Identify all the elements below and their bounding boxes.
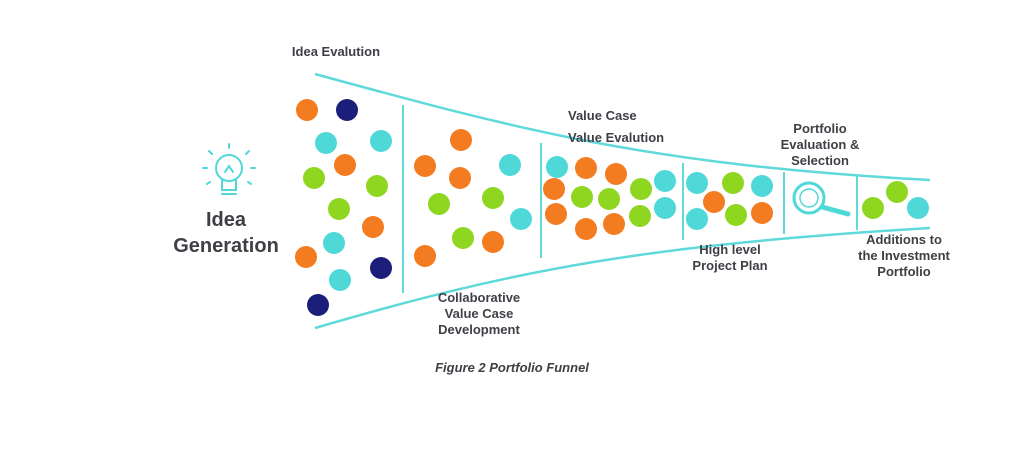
dot <box>362 216 384 238</box>
idea-generation-label: Idea Generation <box>173 209 279 257</box>
figure-caption: Figure 2 Portfolio Funnel <box>435 360 589 375</box>
dot <box>428 193 450 215</box>
dot <box>598 188 620 210</box>
dot <box>449 167 471 189</box>
portfolio-dots <box>862 181 929 219</box>
dot <box>482 231 504 253</box>
dot <box>654 197 676 219</box>
dot <box>334 154 356 176</box>
dot <box>450 129 472 151</box>
dot <box>703 191 725 213</box>
dot <box>630 178 652 200</box>
dot <box>329 269 351 291</box>
dot <box>414 245 436 267</box>
additions-label: Additions to the Investment Portfolio <box>858 232 950 279</box>
dot <box>686 208 708 230</box>
dot <box>862 197 884 219</box>
dot <box>722 172 744 194</box>
portfolio-evaluation-label: Portfolio Evaluation & Selection <box>780 121 860 168</box>
dot <box>751 175 773 197</box>
dot <box>543 178 565 200</box>
dot <box>499 154 521 176</box>
value-case-label: Value Case <box>568 108 637 123</box>
collaborative-value-case-label: Collaborative Value Case Development <box>437 290 521 337</box>
funnel-bottom-edge <box>314 226 931 330</box>
dot <box>323 232 345 254</box>
high-level-project-plan-label: High level Project Plan <box>692 242 768 273</box>
dot <box>571 186 593 208</box>
value-evaluation-label: Value Evalution <box>568 130 665 145</box>
dot <box>629 205 651 227</box>
dot <box>414 155 436 177</box>
dot <box>575 157 597 179</box>
collaborative-dots <box>414 129 532 267</box>
idea-evaluation-label: Idea Evalution <box>291 44 381 59</box>
dot <box>886 181 908 203</box>
value-dots <box>543 156 676 240</box>
dot <box>452 227 474 249</box>
dot <box>307 294 329 316</box>
dot <box>686 172 708 194</box>
dot <box>336 99 358 121</box>
dot <box>605 163 627 185</box>
dot <box>303 167 325 189</box>
dot <box>575 218 597 240</box>
dot <box>295 246 317 268</box>
funnel-top-edge <box>314 72 931 182</box>
magnifier-icon <box>792 181 851 217</box>
dot <box>907 197 929 219</box>
lightbulb-icon <box>202 143 256 195</box>
dot <box>654 170 676 192</box>
dot <box>366 175 388 197</box>
plan-dots <box>686 172 773 230</box>
dot <box>546 156 568 178</box>
dot <box>510 208 532 230</box>
dot <box>370 130 392 152</box>
dot <box>328 198 350 220</box>
dot <box>751 202 773 224</box>
dot <box>296 99 318 121</box>
dot <box>370 257 392 279</box>
dot <box>603 213 625 235</box>
dot <box>725 204 747 226</box>
dot <box>482 187 504 209</box>
dot <box>315 132 337 154</box>
dot <box>545 203 567 225</box>
idea-dots <box>295 99 392 316</box>
